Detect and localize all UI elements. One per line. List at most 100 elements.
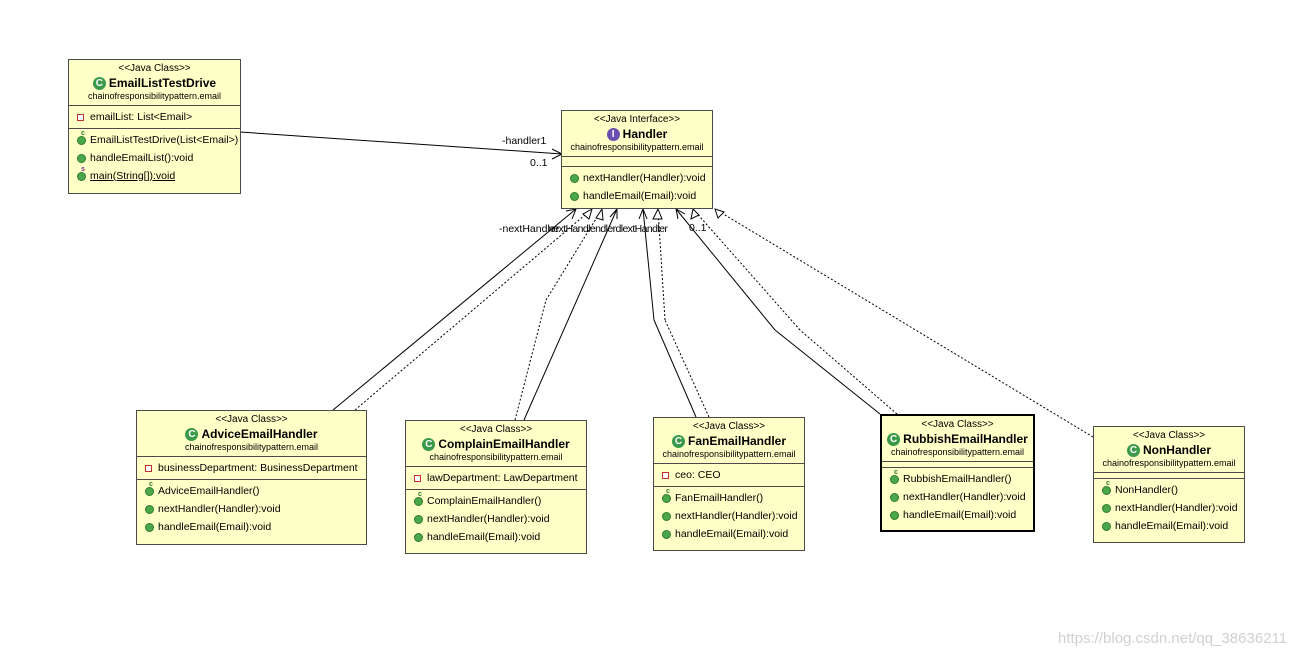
operation-row: handleEmail(Email):void bbox=[137, 518, 366, 536]
attributes-section bbox=[1094, 471, 1244, 478]
public-method-icon bbox=[660, 527, 673, 540]
private-field-icon bbox=[660, 468, 673, 481]
package-label: chainofresponsibilitypattern.email bbox=[890, 446, 1025, 457]
operation-row: handleEmailList():void bbox=[69, 149, 240, 167]
constructor-icon: c bbox=[660, 488, 673, 504]
stereotype-label: <<Java Class>> bbox=[459, 424, 533, 435]
class-name: EmailListTestDrive bbox=[108, 75, 217, 90]
operation-row: nextHandler(Handler):void bbox=[137, 500, 366, 518]
public-method-icon bbox=[1100, 519, 1113, 532]
stereotype-label: <<Java Class>> bbox=[215, 414, 288, 425]
class-name: Handler bbox=[622, 126, 668, 141]
public-method-icon bbox=[660, 509, 673, 522]
stereotype-label: <<Java Class>> bbox=[1132, 430, 1206, 441]
operation-row: nextHandler(Handler):void bbox=[654, 507, 804, 525]
public-method-icon bbox=[412, 512, 425, 525]
operation-row: handleEmail(Email):void bbox=[1094, 517, 1244, 535]
attributes-section bbox=[562, 155, 712, 166]
role-label-next-handler-overlap: nextHandlendlerdlextHandler bbox=[548, 223, 668, 235]
operation-row: nextHandler(Handler):void bbox=[406, 510, 586, 528]
class-name: NonHandler bbox=[1142, 442, 1211, 457]
class-name: ComplainEmailHandler bbox=[438, 436, 570, 451]
role-label-next-handler: -nextHandler bbox=[499, 223, 560, 235]
public-method-icon bbox=[1100, 501, 1113, 514]
public-method-icon bbox=[412, 530, 425, 543]
class-c-icon: C bbox=[422, 437, 436, 451]
attributes-section: lawDepartment: LawDepartment bbox=[406, 465, 586, 489]
attribute-row: lawDepartment: LawDepartment bbox=[406, 469, 586, 487]
package-label: chainofresponsibilitypattern.email bbox=[662, 448, 796, 459]
attributes-section: emailList: List<Email> bbox=[69, 104, 240, 128]
class-c-icon: C bbox=[1126, 443, 1140, 457]
class-name: FanEmailHandler bbox=[687, 433, 787, 448]
operation-row: nextHandler(Handler):void bbox=[562, 169, 712, 187]
constructor-icon: c bbox=[412, 491, 425, 507]
public-method-icon bbox=[888, 508, 901, 521]
stereotype-label: <<Java Class>> bbox=[921, 419, 994, 430]
public-method-icon bbox=[143, 502, 156, 515]
attribute-row: emailList: List<Email> bbox=[69, 108, 240, 126]
public-method-icon bbox=[568, 189, 581, 202]
class-c-icon: C bbox=[887, 432, 901, 446]
class-name: RubbishEmailHandler bbox=[903, 431, 1028, 446]
operation-row: handleEmail(Email):void bbox=[562, 187, 712, 205]
operation-row: nextHandler(Handler):void bbox=[1094, 499, 1244, 517]
multiplicity-label-handler1: 0..1 bbox=[530, 157, 548, 169]
constructor-icon: c bbox=[143, 481, 156, 497]
package-label: chainofresponsibilitypattern.email bbox=[1102, 457, 1236, 468]
attribute-row: businessDepartment: BusinessDepartment bbox=[137, 459, 366, 477]
private-field-icon bbox=[143, 461, 156, 474]
watermark-text: https://blog.csdn.net/qq_38636211 bbox=[1058, 630, 1288, 647]
stereotype-label: <<Java Class>> bbox=[118, 63, 191, 74]
attribute-row: ceo: CEO bbox=[654, 466, 804, 484]
public-method-icon bbox=[143, 520, 156, 533]
interface-i-icon: I bbox=[606, 127, 620, 141]
operations-section: nextHandler(Handler):void handleEmail(Em… bbox=[562, 165, 712, 207]
public-method-icon bbox=[888, 490, 901, 503]
operation-row: handleEmail(Email):void bbox=[882, 506, 1033, 524]
package-label: chainofresponsibilitypattern.email bbox=[87, 90, 222, 101]
public-method-icon bbox=[568, 171, 581, 184]
public-method-icon bbox=[75, 151, 88, 164]
multiplicity-label-rubbish: 0..1 bbox=[689, 222, 707, 234]
attributes-section: ceo: CEO bbox=[654, 462, 804, 486]
class-c-icon: C bbox=[671, 434, 685, 448]
static-method-icon: s bbox=[75, 166, 88, 182]
constructor-icon: c bbox=[75, 130, 88, 146]
class-name: AdviceEmailHandler bbox=[201, 426, 318, 441]
operation-row: handleEmail(Email):void bbox=[654, 525, 804, 543]
role-label-handler1: -handler1 bbox=[502, 135, 547, 147]
operation-row: nextHandler(Handler):void bbox=[882, 488, 1033, 506]
class-c-icon: C bbox=[185, 427, 199, 441]
constructor-icon: c bbox=[1100, 480, 1113, 496]
attributes-section: businessDepartment: BusinessDepartment bbox=[137, 455, 366, 479]
attributes-section bbox=[882, 460, 1033, 467]
stereotype-label: <<Java Class>> bbox=[692, 421, 766, 432]
constructor-icon: c bbox=[888, 469, 901, 485]
package-label: chainofresponsibilitypattern.email bbox=[184, 441, 319, 452]
